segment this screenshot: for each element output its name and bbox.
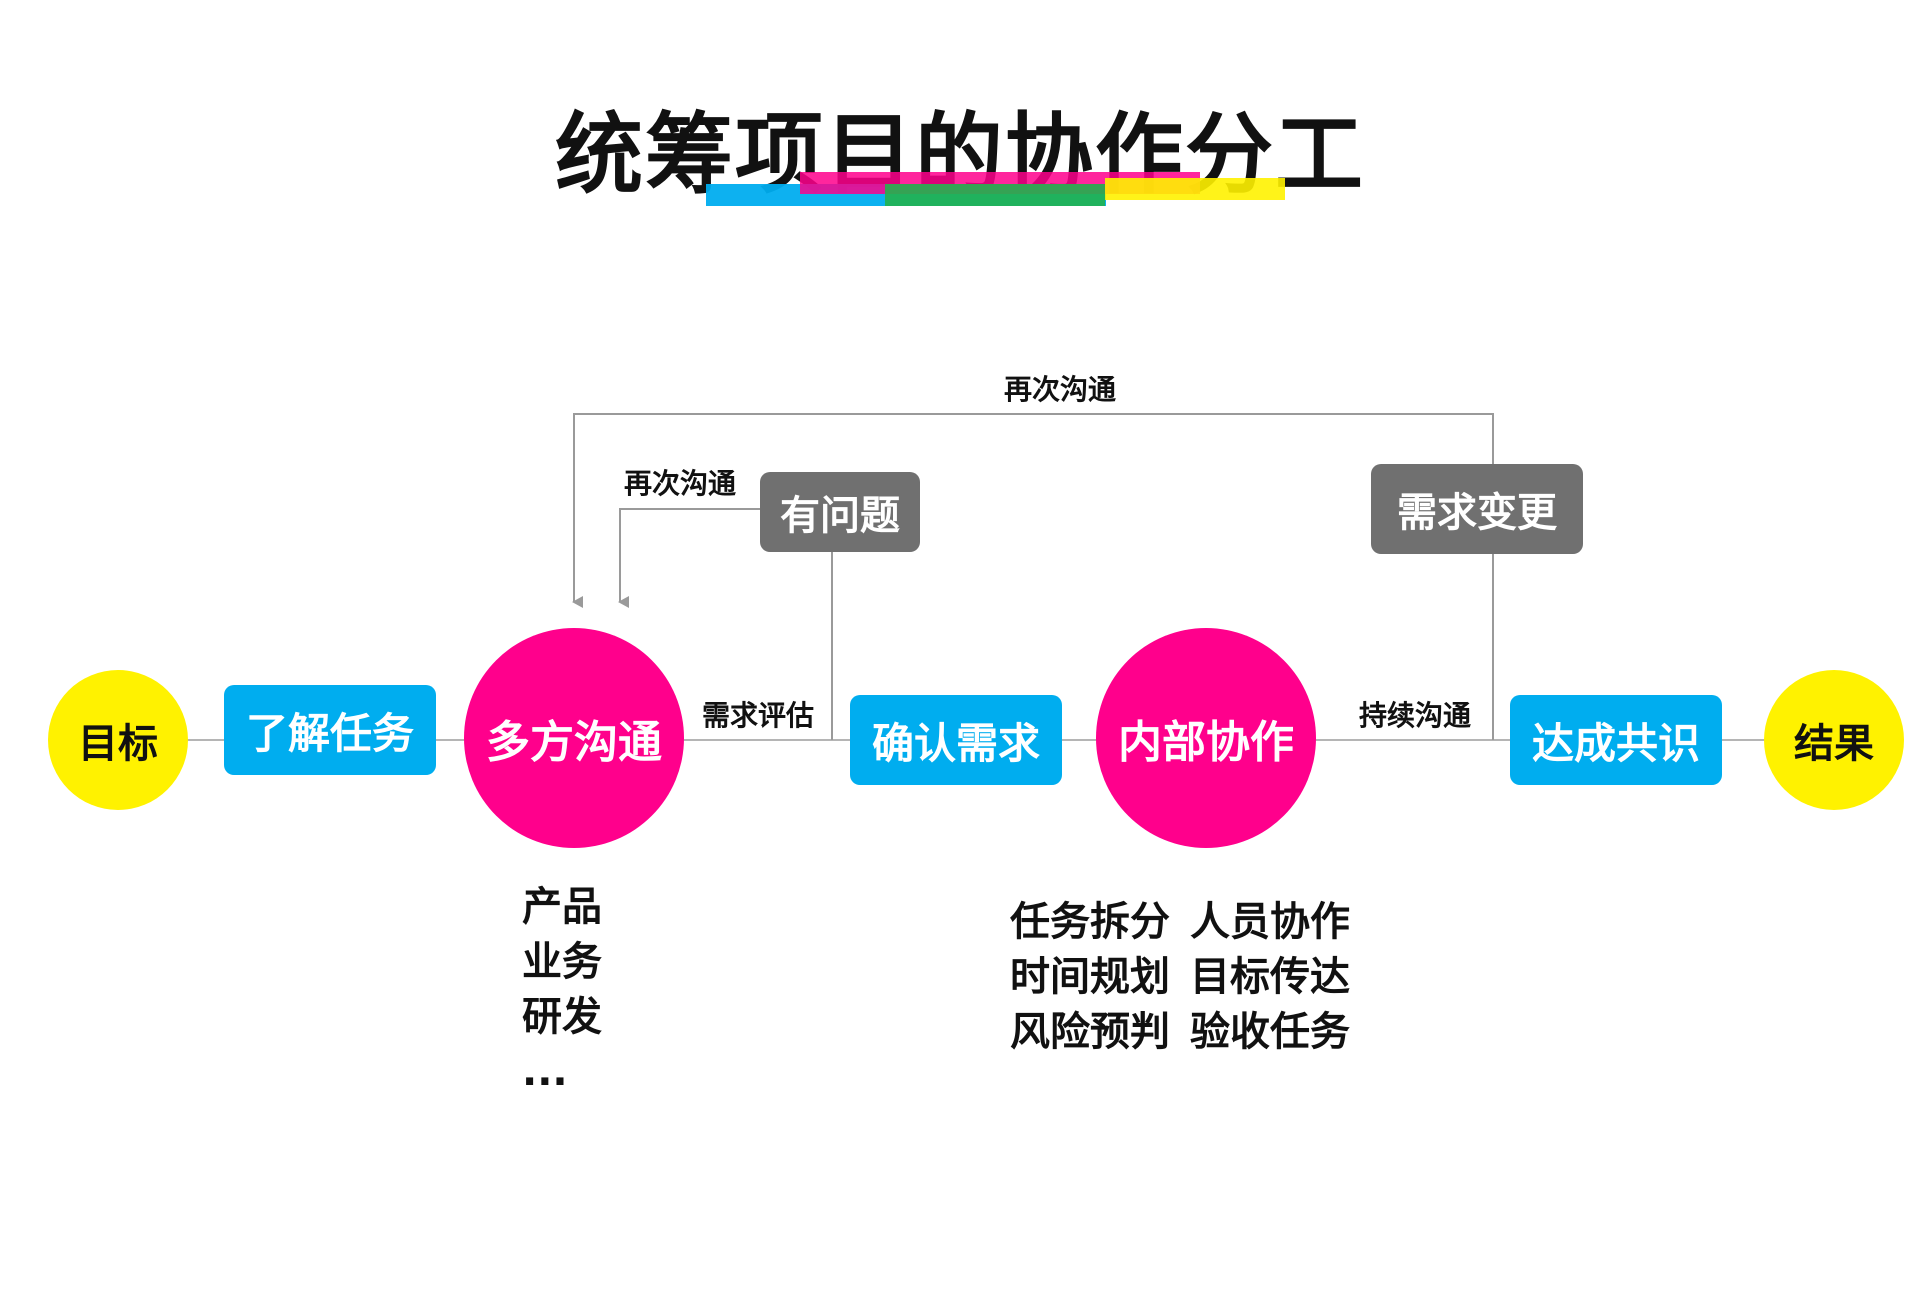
task-item: 时间规划 [1010,954,1170,1000]
node-understand-task: 了解任务 [224,685,436,775]
task-item: 目标传达 [1190,954,1350,1000]
continuous-comm-label: 持续沟通 [1358,699,1471,732]
internal-tasks-grid: 任务拆分 人员协作 时间规划 目标传达 风险预判 验收任务 [1010,895,1390,1060]
title-underline-green [885,184,1105,206]
task-row: 风险预判 验收任务 [1010,1005,1390,1060]
task-item: 人员协作 [1190,899,1350,945]
task-row: 任务拆分 人员协作 [1010,895,1390,950]
node-goal: 目标 [48,670,188,810]
party-item: 业务 [522,939,602,985]
party-item: 研发 [522,994,602,1040]
node-has-issue: 有问题 [760,472,920,552]
node-result: 结果 [1764,670,1904,810]
outer-recommunicate-label: 再次沟通 [1003,373,1116,406]
task-item: 风险预判 [1010,1009,1170,1055]
title-underline-yellow [1105,178,1285,200]
node-confirm-requirement: 确认需求 [850,695,1062,785]
task-row: 时间规划 目标传达 [1010,950,1390,1005]
node-reach-consensus: 达成共识 [1510,695,1722,785]
party-item: 产品 [522,884,602,930]
inner-recommunicate-label: 再次沟通 [623,467,736,500]
node-requirement-change: 需求变更 [1371,464,1583,554]
task-item: 验收任务 [1190,1009,1350,1055]
task-item: 任务拆分 [1010,899,1170,945]
party-item: ... [522,1049,568,1095]
outer-loop-line [572,413,1494,740]
node-internal-collaboration: 内部协作 [1096,628,1316,848]
req-evaluate-label: 需求评估 [701,699,814,732]
inner-loop-line [618,508,760,608]
multi-comm-parties-list: 产品 业务 研发 ... [522,880,682,1100]
node-multi-communication: 多方沟通 [464,628,684,848]
